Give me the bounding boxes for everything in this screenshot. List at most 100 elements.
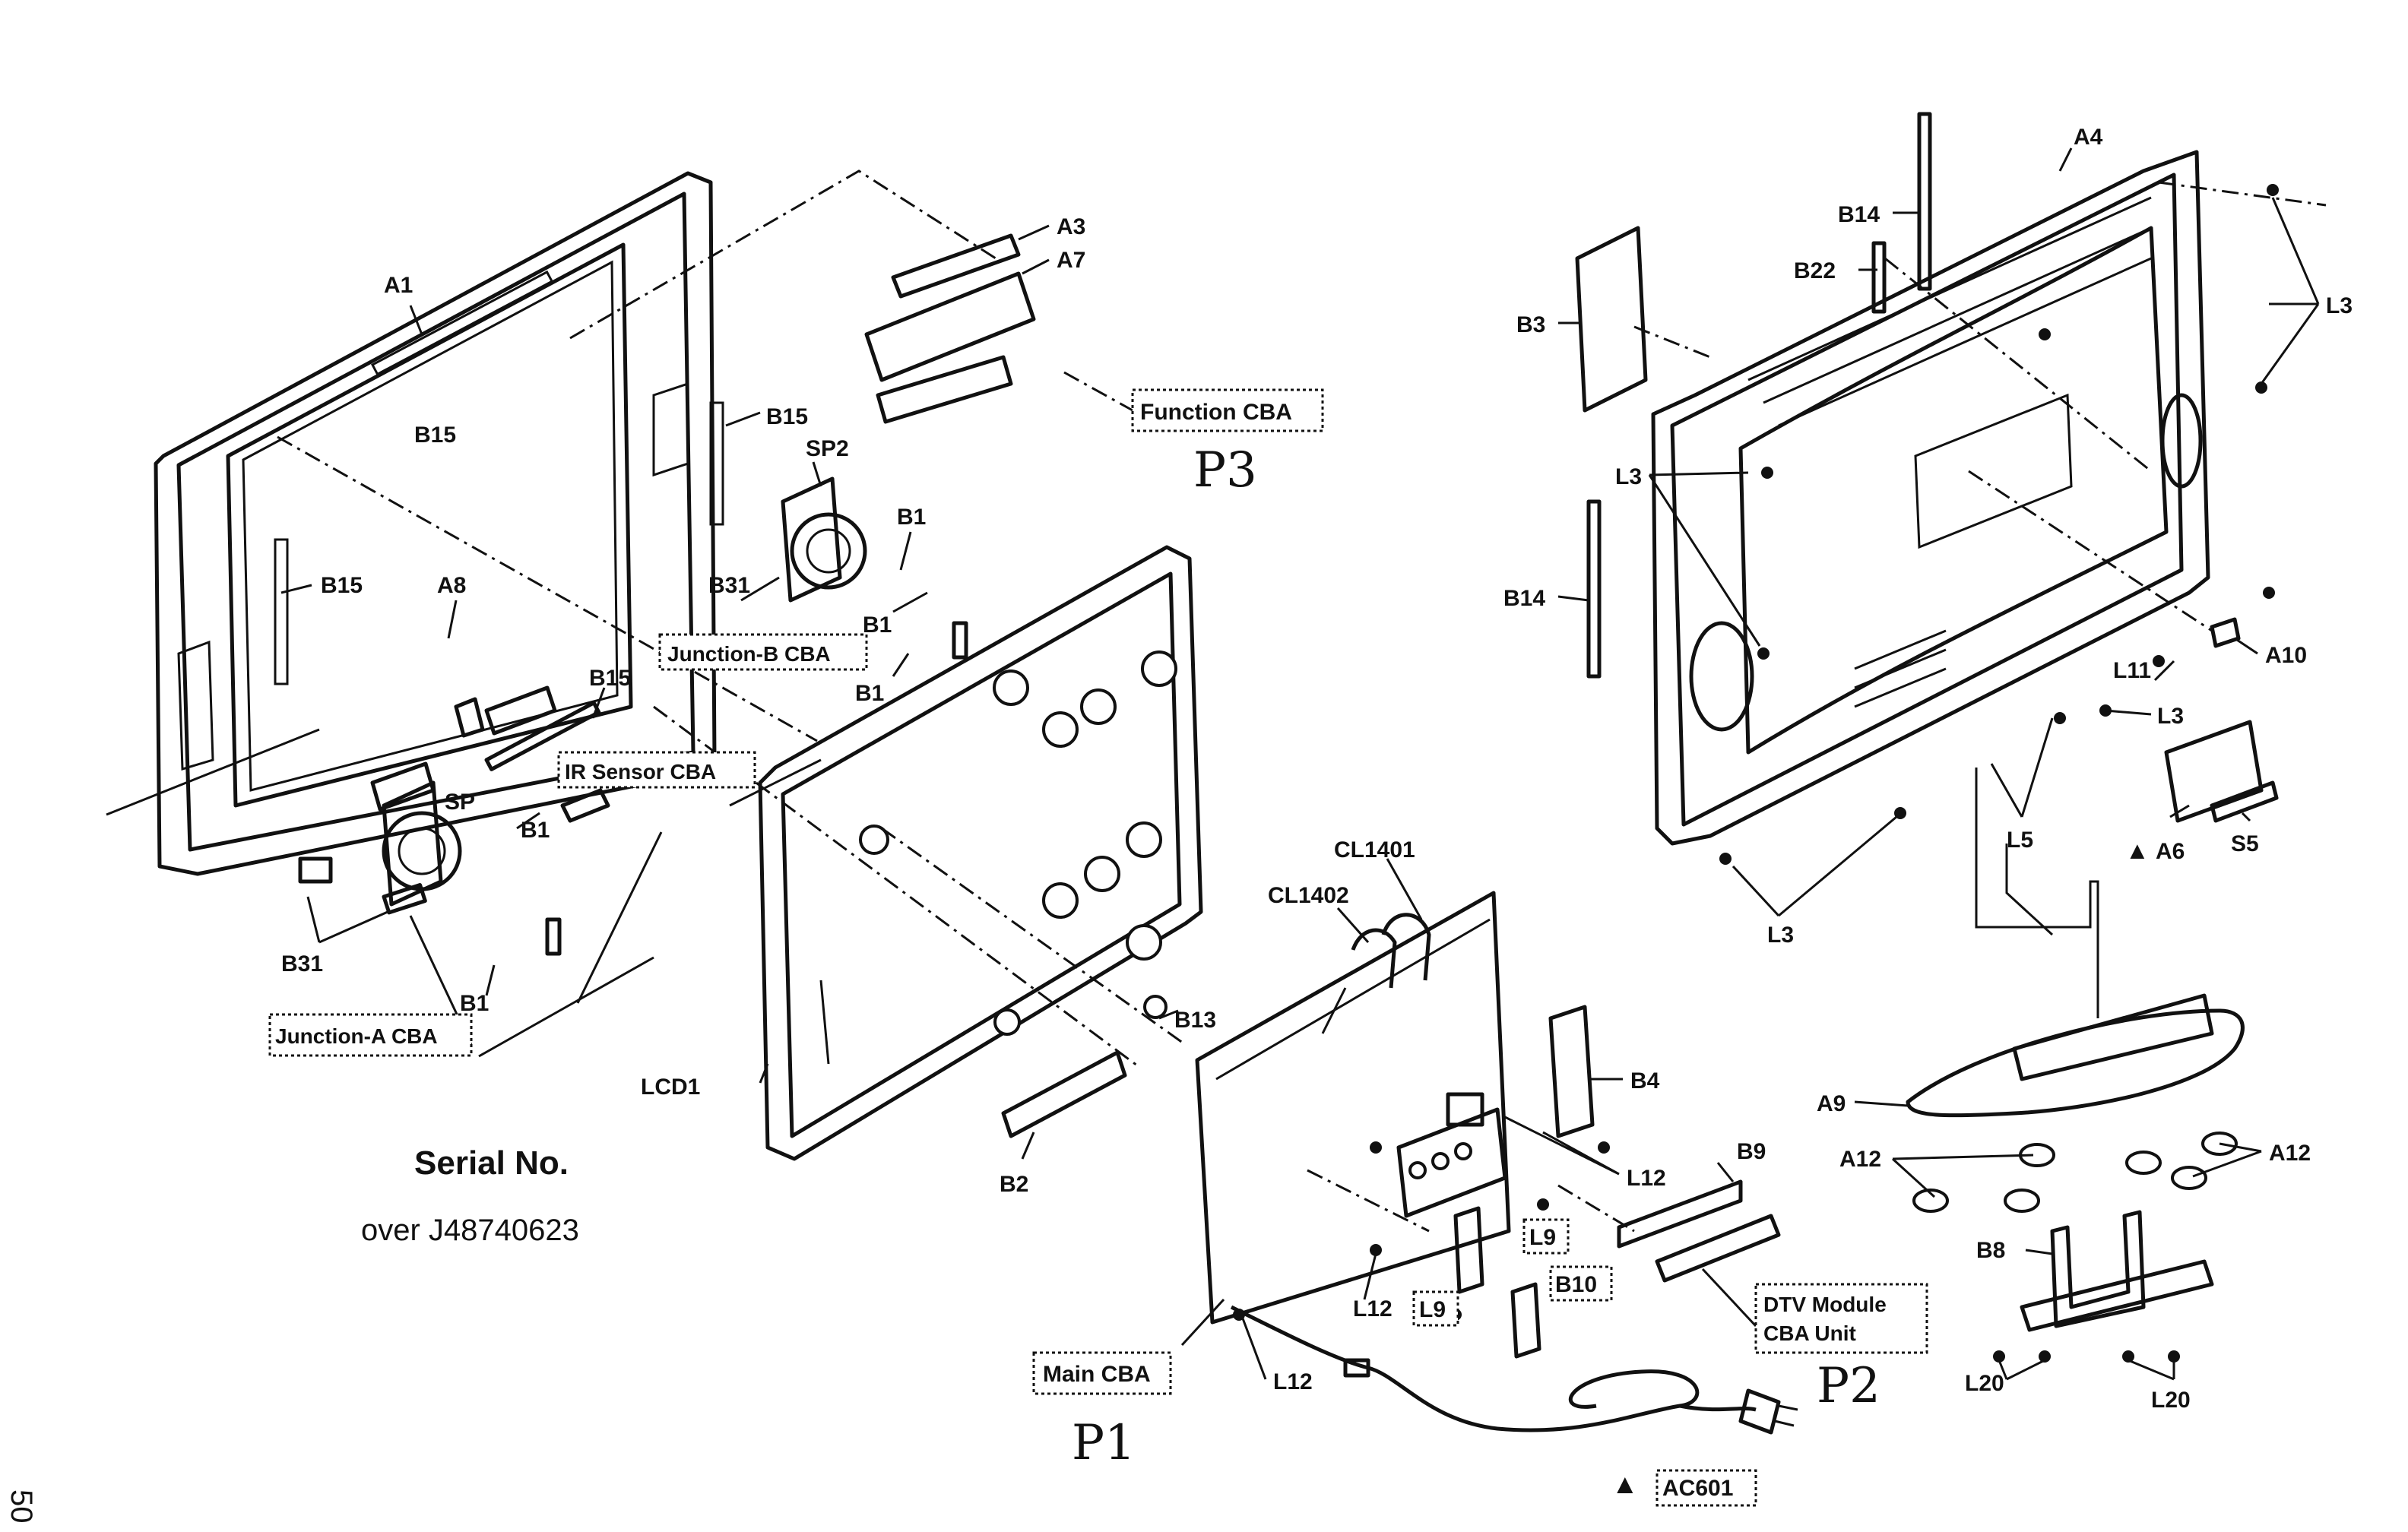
label-l3-right: L3 bbox=[2326, 293, 2353, 318]
handwritten-p2: P2 bbox=[1817, 1358, 1880, 1414]
label-l12-a: L12 bbox=[1627, 1166, 1666, 1191]
label-cl1401: CL1401 bbox=[1334, 837, 1415, 863]
junction-b-cba-box bbox=[658, 633, 868, 671]
strip-b14-top bbox=[1917, 112, 1932, 291]
label-a12-left: A12 bbox=[1839, 1147, 1881, 1172]
part-labels: A1 A3 A7 B15 B15 SP2 B1 B15 A8 B31 B1 B1… bbox=[281, 125, 2353, 1413]
junction-a-cba-label: Junction-A CBA bbox=[275, 1024, 438, 1048]
label-b1-mid: B1 bbox=[863, 612, 892, 638]
label-l12-b: L12 bbox=[1353, 1296, 1393, 1322]
label-a3: A3 bbox=[1057, 214, 1085, 239]
leader-lines bbox=[280, 147, 2320, 1381]
label-b1-bottom: B1 bbox=[460, 991, 489, 1016]
label-a6 bbox=[2164, 720, 2264, 823]
label-b14-top: B14 bbox=[1838, 202, 1880, 227]
label-b15-top: B15 bbox=[414, 423, 456, 448]
junction-a-cba-box bbox=[268, 1013, 473, 1057]
label-b22: B22 bbox=[1794, 258, 1836, 283]
label-lcd1: LCD1 bbox=[641, 1075, 700, 1100]
l9-box-a bbox=[1522, 1218, 1570, 1255]
label-b1-left: B1 bbox=[521, 818, 550, 843]
l9-label-a: L9 bbox=[1529, 1225, 1556, 1250]
label-b2: B2 bbox=[1000, 1172, 1028, 1197]
label-b15-mid: B15 bbox=[589, 666, 631, 691]
b31-strip bbox=[545, 917, 562, 956]
stand-bracket-b8 bbox=[2020, 1210, 2214, 1332]
label-b15-left: B15 bbox=[321, 573, 363, 598]
label-s5: S5 bbox=[2231, 831, 2259, 856]
page-number-fragment: 50 bbox=[5, 1489, 38, 1524]
ir-sensor-cba-box bbox=[557, 751, 756, 789]
serial-value: over J48740623 bbox=[361, 1214, 579, 1247]
label-b31-lower: B31 bbox=[281, 951, 323, 976]
label-b3: B3 bbox=[1516, 312, 1545, 337]
b31-bracket-lower bbox=[382, 883, 427, 915]
function-cba-box bbox=[1131, 388, 1324, 432]
label-s5 bbox=[2210, 780, 2279, 823]
dtv-module-label-line1: DTV Module bbox=[1763, 1293, 1887, 1316]
speaker-sp2 bbox=[781, 476, 867, 603]
label-a12-right: A12 bbox=[2269, 1141, 2311, 1166]
label-sp: SP bbox=[445, 790, 475, 815]
label-a4: A4 bbox=[2074, 125, 2103, 150]
label-a7: A7 bbox=[1057, 248, 1085, 273]
main-cba-label: Main CBA bbox=[1043, 1362, 1151, 1387]
bracket-b10 bbox=[1453, 1206, 1484, 1294]
ir-sensor-cba-label: IR Sensor CBA bbox=[565, 760, 716, 783]
label-a6: A6 bbox=[2156, 839, 2185, 864]
label-l3-left: L3 bbox=[1615, 464, 1642, 489]
label-b31-upper: B31 bbox=[708, 573, 750, 598]
screws bbox=[1143, 184, 2279, 1363]
dtv-module-label-line2: CBA Unit bbox=[1763, 1322, 1856, 1345]
b31-bracket-left bbox=[298, 856, 333, 884]
label-b13: B13 bbox=[1174, 1008, 1216, 1033]
ac601-warning-icon: ▲ bbox=[1611, 1468, 1639, 1499]
a6-warning-icon: ▲ bbox=[2125, 837, 2150, 864]
label-l11: L11 bbox=[2113, 658, 2151, 683]
function-cba-part bbox=[864, 233, 1036, 424]
b10-box bbox=[1549, 1265, 1613, 1302]
label-l3-bottom: L3 bbox=[1767, 923, 1794, 948]
b10-label: B10 bbox=[1555, 1272, 1597, 1297]
l9-label-b: L9 bbox=[1419, 1297, 1446, 1322]
label-sp2: SP2 bbox=[806, 436, 849, 461]
serial-title: Serial No. bbox=[414, 1144, 569, 1182]
bracket-b3 bbox=[1575, 226, 1648, 413]
label-l12-c: L12 bbox=[1273, 1369, 1313, 1394]
label-b8: B8 bbox=[1976, 1238, 2005, 1263]
dtv-module-cba-unit bbox=[1617, 1179, 1781, 1283]
label-a9: A9 bbox=[1817, 1091, 1846, 1116]
handwritten-p3: P3 bbox=[1193, 442, 1257, 499]
bracket-a10 bbox=[2210, 617, 2241, 648]
label-a8: A8 bbox=[437, 573, 466, 598]
b1-strip-right bbox=[952, 621, 968, 660]
main-cba-box bbox=[1032, 1351, 1172, 1395]
strip-b22 bbox=[1871, 241, 1887, 314]
label-l20-left: L20 bbox=[1965, 1371, 2004, 1396]
label-b1-top: B1 bbox=[897, 505, 926, 530]
label-a10: A10 bbox=[2265, 643, 2307, 668]
alignment-lines bbox=[277, 169, 2327, 1233]
connector-block-b4 bbox=[1396, 1005, 1595, 1218]
ac-cord-ac601 bbox=[1230, 1305, 1798, 1435]
label-l3-mid: L3 bbox=[2157, 704, 2184, 729]
lcd-panel-lcd1 bbox=[758, 545, 1203, 1161]
l9-box-b bbox=[1412, 1290, 1459, 1327]
bracket-l9 bbox=[1510, 1282, 1541, 1359]
label-l5: L5 bbox=[2007, 828, 2033, 853]
ac601-box bbox=[1656, 1469, 1757, 1507]
function-cba-label: Function CBA bbox=[1140, 400, 1292, 425]
strip-b14-left bbox=[1586, 499, 1602, 679]
boxed-labels: Function CBA Junction-B CBA IR Sensor CB… bbox=[268, 388, 1928, 1507]
handwritten-p1: P1 bbox=[1072, 1415, 1136, 1471]
label-b1-low: B1 bbox=[855, 681, 884, 706]
label-b14-left: B14 bbox=[1503, 586, 1545, 611]
label-b15-right: B15 bbox=[766, 404, 808, 429]
label-b4: B4 bbox=[1630, 1068, 1660, 1094]
junction-b-cba-label: Junction-B CBA bbox=[667, 642, 831, 666]
label-a1: A1 bbox=[384, 273, 413, 298]
board-b2 bbox=[1001, 1050, 1127, 1138]
label-l20-right: L20 bbox=[2151, 1388, 2191, 1413]
main-cba-board bbox=[1195, 891, 1511, 1325]
label-b9: B9 bbox=[1737, 1139, 1766, 1164]
